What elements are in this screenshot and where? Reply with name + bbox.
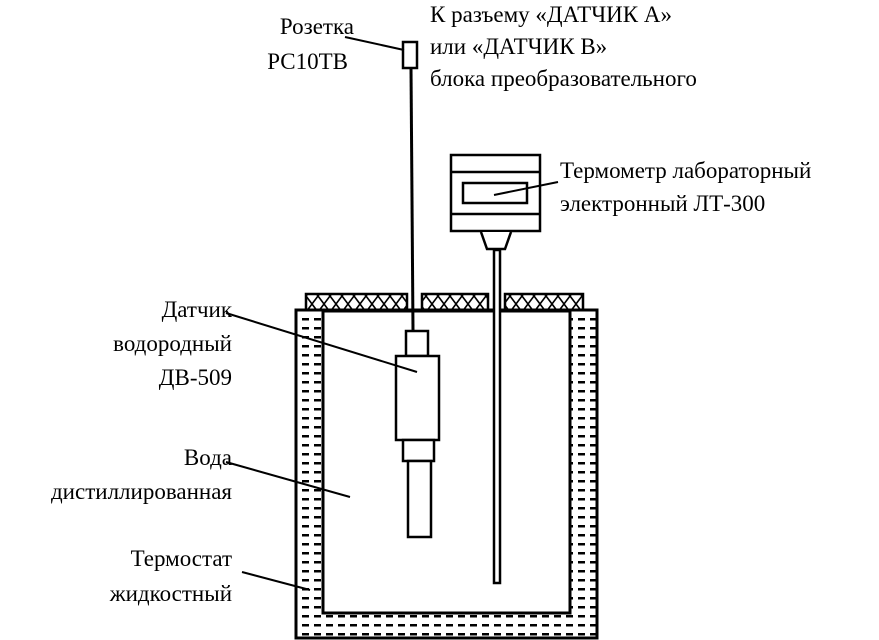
tank-lid — [304, 292, 585, 312]
label-text: электронный ЛТ-300 — [560, 191, 765, 216]
label-text: водородный — [113, 331, 232, 356]
label-water: Вода дистиллированная — [51, 445, 232, 504]
lab-thermometer — [449, 153, 542, 585]
label-text: Термометр лабораторный — [560, 158, 811, 183]
thermometer-display — [461, 181, 529, 205]
label-text: жидкостный — [109, 581, 232, 606]
hydrogen-sensor — [394, 329, 441, 539]
label-text: блока преобразовательного — [430, 66, 697, 91]
label-sensor: Датчик водородный ДВ-509 — [113, 297, 233, 390]
label-socket: Розетка РС10ТВ — [267, 14, 354, 74]
label-text: ДВ-509 — [159, 365, 232, 390]
label-text: или «ДАТЧИК В» — [430, 34, 607, 59]
label-text: РС10ТВ — [267, 49, 348, 74]
label-text: К разъему «ДАТЧИК А» — [430, 2, 672, 27]
label-connector: К разъему «ДАТЧИК А» или «ДАТЧИК В» блок… — [430, 2, 697, 91]
thermostat-tank — [294, 308, 599, 640]
label-text: Розетка — [280, 14, 354, 39]
label-text: Термостат — [131, 546, 232, 571]
label-thermostat: Термостат жидкостный — [109, 546, 232, 606]
label-thermometer: Термометр лабораторный электронный ЛТ-30… — [560, 158, 811, 216]
label-text: Датчик — [162, 297, 233, 322]
label-text: Вода — [184, 445, 232, 470]
socket-rc10tv — [401, 40, 419, 331]
label-text: дистиллированная — [51, 479, 232, 504]
leader-lines — [225, 36, 559, 591]
